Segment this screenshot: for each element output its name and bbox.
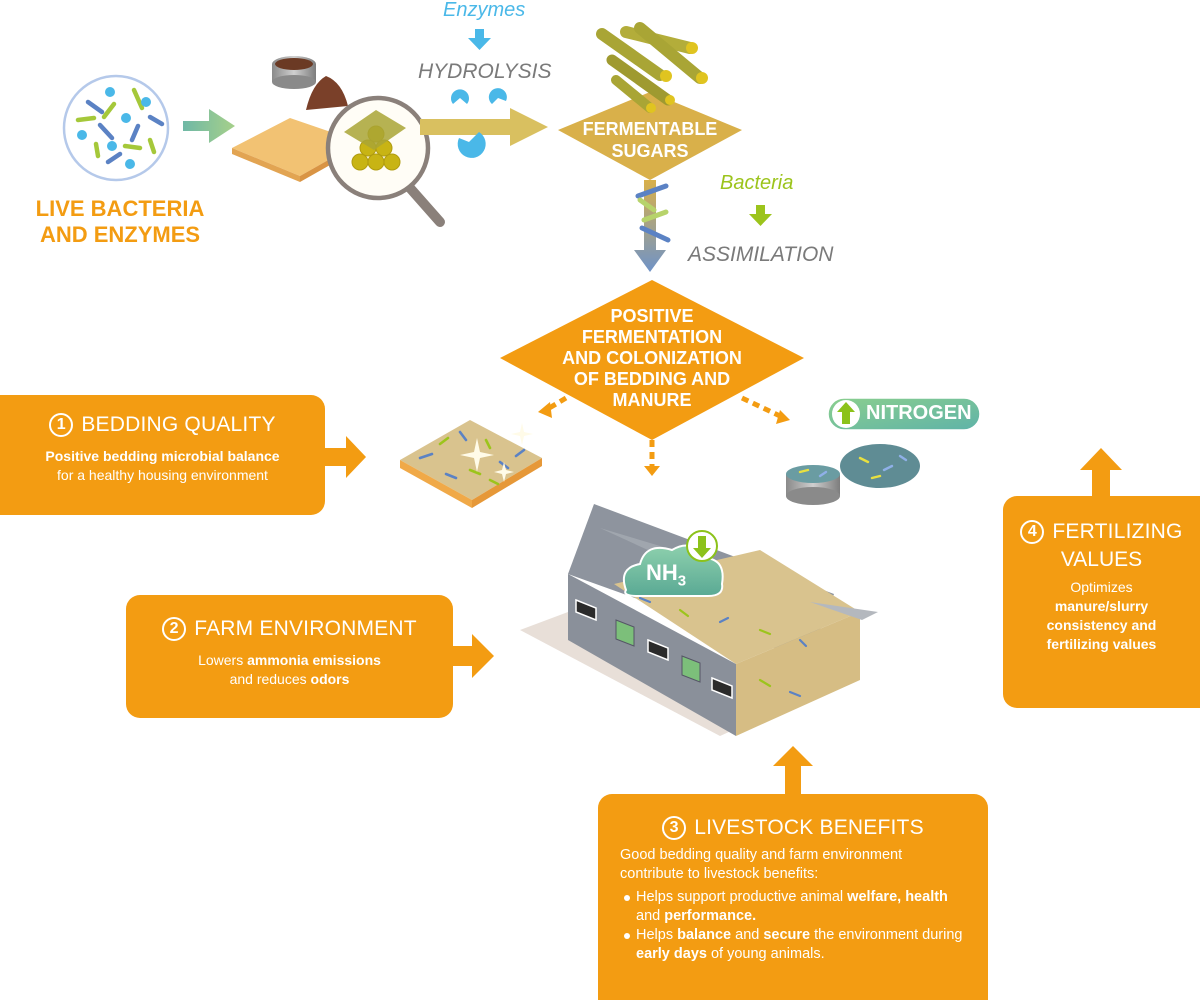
manure-container-icon	[786, 444, 920, 505]
bacteria-down-arrow	[749, 205, 772, 226]
fertilizing-bold-3: fertilizing values	[1046, 636, 1157, 652]
enzymes-down-arrow	[468, 29, 491, 50]
b2-mid-2: the environment during	[810, 927, 963, 943]
dashed-arrows	[544, 395, 782, 466]
b1-mid-2: and	[636, 908, 665, 924]
farm-line1-bold: ammonia emissions	[247, 652, 381, 668]
livestock-bullets: Helps support productive animal welfare,…	[620, 888, 966, 964]
fertilizing-values-box: 4 FERTILIZING VALUES Optimizes manure/sl…	[1003, 496, 1200, 708]
center-line-4: OF BEDDING AND	[573, 369, 731, 389]
fertilizing-bold-1: manure/slurry	[1054, 598, 1149, 614]
farm-line1-pre: Lowers	[198, 652, 248, 668]
b1-bold-2: health	[905, 889, 948, 905]
number-4-icon: 4	[1020, 520, 1045, 544]
livestock-bullet-2: Helps balance and secure the environment…	[620, 926, 966, 964]
fertilizing-line1: Optimizes	[1070, 579, 1133, 595]
b2-post: of young animals.	[706, 946, 825, 962]
assimilation-down-arrow	[634, 180, 666, 272]
number-3-icon: 3	[662, 816, 687, 840]
livestock-box-arrow	[773, 746, 813, 796]
sugars-line1: FERMENTABLE	[582, 119, 718, 139]
livestock-title: 3 LIVESTOCK BENEFITS	[620, 816, 966, 840]
farm-line2-pre: and reduces	[229, 671, 311, 687]
source-label-line2: AND ENZYMES	[39, 222, 201, 247]
nh3-cloud-badge	[622, 530, 724, 597]
fertilizing-title-line1: FERTILIZING	[1052, 520, 1183, 543]
bedding-line1: Positive bedding microbial balance	[45, 448, 280, 464]
number-2-icon: 2	[162, 617, 187, 641]
source-label: LIVE BACTERIA AND ENZYMES	[20, 196, 220, 248]
fertilizing-title: 4 FERTILIZING	[1003, 520, 1200, 544]
number-1-icon: 1	[49, 413, 74, 437]
nh3-main: NH	[646, 560, 678, 585]
hydrolysis-label: HYDROLYSIS	[418, 60, 552, 83]
fertilizing-body: Optimizes manure/slurry consistency and …	[1003, 578, 1200, 654]
center-line-2: FERMENTATION	[581, 327, 723, 347]
b2-mid-1: and	[731, 927, 764, 943]
farm-title: 2 FARM ENVIRONMENT	[126, 617, 453, 641]
livestock-intro: Good bedding quality and farm environmen…	[620, 847, 903, 882]
b2-bold-2: secure	[763, 927, 811, 943]
flow-arrow-1	[183, 109, 235, 143]
b2-pre: Helps	[636, 927, 678, 943]
bacteria-circle-icon	[62, 74, 170, 182]
bedding-line2: for a healthy housing environment	[57, 467, 268, 483]
magnifier-icon	[325, 95, 445, 227]
farm-box-arrow	[450, 634, 494, 678]
fermentable-sugars-diamond	[558, 92, 742, 180]
fertilizing-box-arrow	[1080, 448, 1122, 498]
sparkling-bedding-icon	[400, 420, 542, 508]
b1-bold-1: welfare,	[847, 889, 902, 905]
nh3-sub: 3	[677, 572, 687, 590]
livestock-title-text: LIVESTOCK BENEFITS	[694, 816, 924, 839]
nitrogen-badge	[827, 397, 981, 431]
dashed-arrow-heads	[538, 402, 790, 476]
up-arrow-icon	[837, 402, 855, 424]
center-line-3: AND COLONIZATION	[562, 348, 742, 368]
center-line-5: MANURE	[612, 390, 692, 410]
center-diamond-label: POSITIVE FERMENTATION AND COLONIZATION O…	[552, 306, 752, 411]
b1-pre: Helps support productive animal	[636, 889, 848, 905]
farm-line2-bold: odors	[310, 671, 350, 687]
livestock-benefits-box: 3 LIVESTOCK BENEFITS Good bedding qualit…	[598, 794, 988, 1000]
sugars-line2: SUGARS	[611, 141, 689, 161]
b2-bold-1: balance	[677, 927, 732, 943]
farm-environment-box: 2 FARM ENVIRONMENT Lowers ammonia emissi…	[126, 595, 453, 718]
source-label-line1: LIVE BACTERIA	[35, 196, 205, 221]
hydrolysis-arrow	[420, 108, 548, 146]
farm-title-text: FARM ENVIRONMENT	[194, 617, 417, 640]
straw-bundle-icon	[596, 22, 708, 113]
bedding-quality-box: 1 BEDDING QUALITY Positive bedding micro…	[0, 395, 325, 515]
bedding-body: Positive bedding microbial balance for a…	[0, 447, 325, 485]
bacteria-on-arrow-icon	[635, 183, 671, 243]
center-diamond	[500, 280, 804, 440]
enzymes-label: Enzymes	[443, 0, 526, 21]
bedding-title-text: BEDDING QUALITY	[81, 413, 276, 436]
enzyme-shapes-icon	[451, 88, 507, 158]
sugars-label: FERMENTABLE SUGARS	[560, 118, 740, 162]
farm-body: Lowers ammonia emissions and reduces odo…	[126, 651, 453, 689]
nitrogen-label: NITROGEN	[866, 402, 972, 424]
assimilation-label: ASSIMILATION	[688, 243, 834, 266]
fertilizing-bold-2: consistency and	[1046, 617, 1157, 633]
b1-bold-3: performance.	[664, 908, 757, 924]
b2-bold-3: early days	[636, 946, 707, 962]
bacteria-label: Bacteria	[720, 172, 794, 194]
fertilizing-title-line2: VALUES	[1060, 548, 1143, 571]
bedding-title: 1 BEDDING QUALITY	[0, 413, 325, 437]
down-arrow-icon	[693, 536, 711, 558]
livestock-bullet-1: Helps support productive animal welfare,…	[620, 888, 966, 926]
nh3-label: NH3	[646, 560, 686, 589]
center-line-1: POSITIVE	[610, 306, 694, 326]
bedding-box-arrow	[324, 436, 366, 478]
